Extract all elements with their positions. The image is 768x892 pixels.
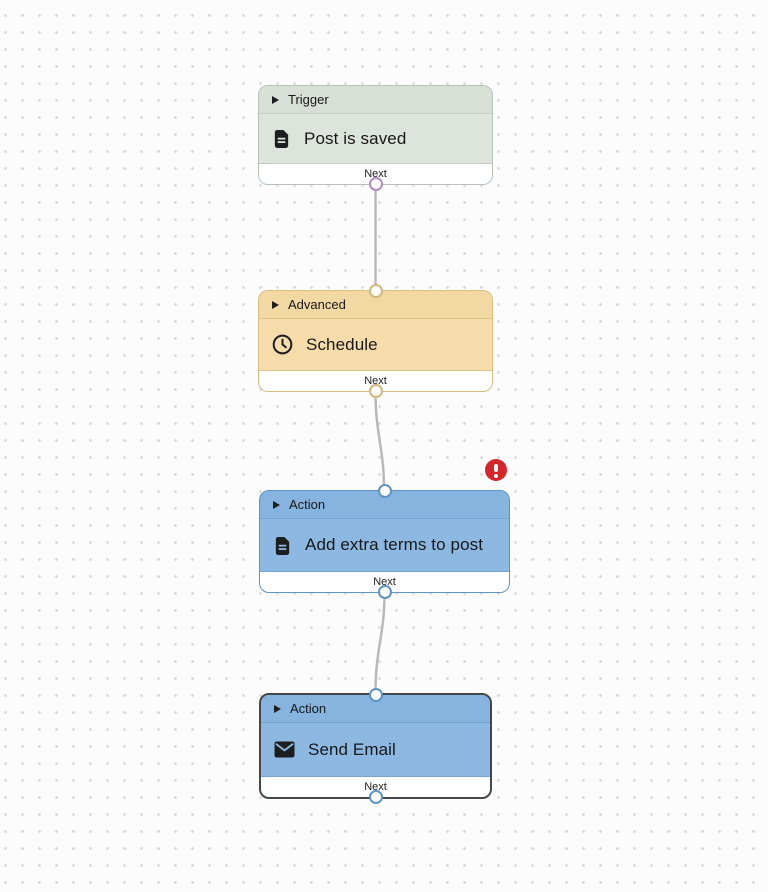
output-handle[interactable] (368, 177, 383, 191)
node-output-port: Next (260, 571, 509, 592)
node-trigger[interactable]: Trigger Post is saved Next (258, 85, 493, 191)
node-title: Schedule (306, 334, 378, 354)
next-port-label: Next (364, 375, 387, 387)
clock-icon (272, 334, 293, 355)
next-port-label: Next (364, 781, 387, 793)
node-output-port: Next (259, 163, 492, 184)
node-body[interactable]: Add extra terms to post (260, 519, 509, 571)
connector-action1-action2 (374, 592, 386, 694)
disclosure-triangle-icon[interactable] (272, 95, 279, 104)
connector-advanced-action1 (374, 391, 386, 491)
disclosure-triangle-icon[interactable] (274, 704, 281, 713)
node-type-label: Action (290, 701, 327, 716)
input-handle[interactable] (368, 284, 383, 298)
input-handle[interactable] (368, 688, 383, 702)
next-port-label: Next (364, 168, 387, 180)
error-badge-icon[interactable] (485, 459, 507, 481)
node-type-label: Advanced (288, 297, 346, 312)
output-handle[interactable] (377, 585, 392, 599)
document-icon (273, 536, 292, 555)
node-type-label: Trigger (288, 92, 329, 107)
node-type-label: Action (289, 497, 326, 512)
node-body[interactable]: Send Email (261, 723, 490, 776)
node-action-send-email[interactable]: Action Send Email Next (259, 688, 492, 804)
disclosure-triangle-icon[interactable] (273, 500, 280, 509)
node-advanced[interactable]: Advanced Schedule Next (258, 284, 493, 398)
node-title: Send Email (308, 739, 396, 759)
node-title: Add extra terms to post (305, 535, 484, 554)
next-port-label: Next (373, 576, 396, 588)
node-output-port: Next (259, 370, 492, 391)
node-output-port: Next (261, 776, 490, 797)
envelope-icon (274, 741, 295, 758)
node-title: Post is saved (304, 128, 407, 148)
node-body[interactable]: Post is saved (259, 114, 492, 163)
output-handle[interactable] (368, 790, 383, 804)
disclosure-triangle-icon[interactable] (272, 300, 279, 309)
node-header[interactable]: Trigger (259, 86, 492, 114)
document-icon (272, 129, 291, 148)
node-action-add-terms[interactable]: Action Add extra terms to post Next (259, 459, 510, 599)
output-handle[interactable] (368, 384, 383, 398)
node-body[interactable]: Schedule (259, 319, 492, 370)
input-handle[interactable] (377, 484, 392, 498)
